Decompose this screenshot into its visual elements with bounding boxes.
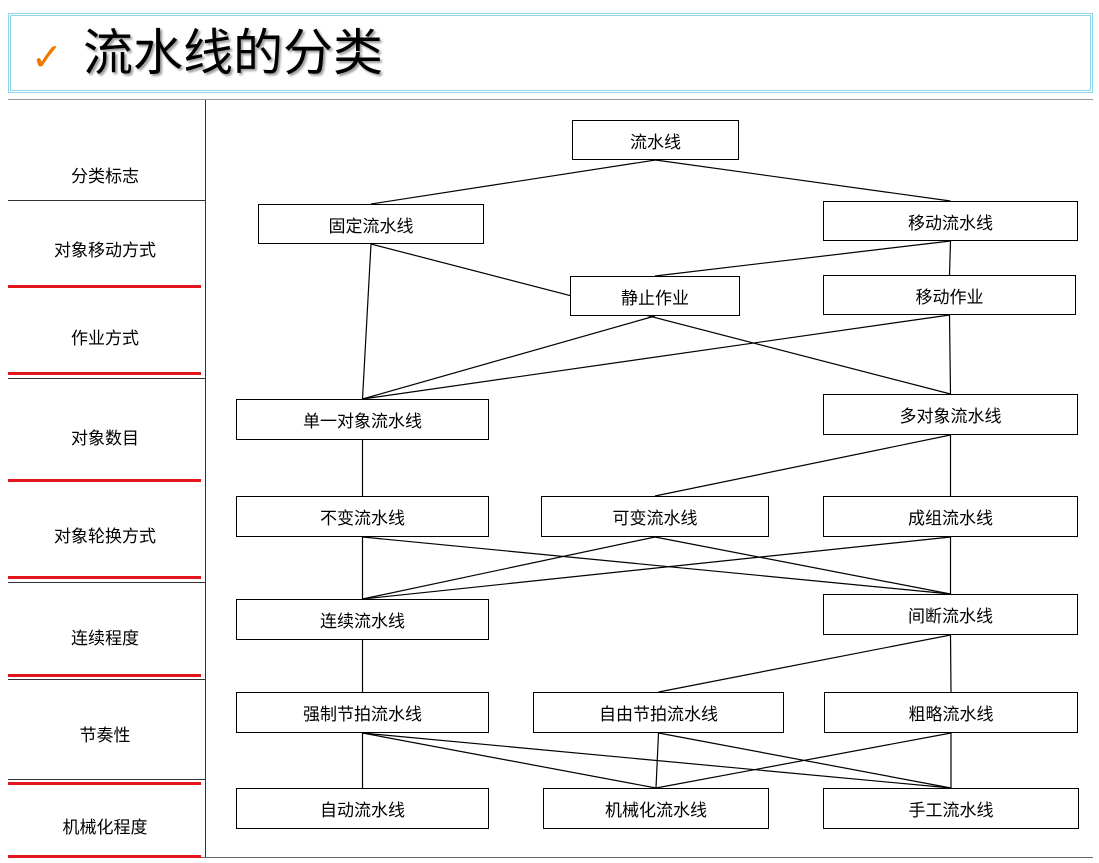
category-label: 作业方式 [71, 329, 139, 349]
edge-fixed-single [361, 243, 372, 400]
node-continuous-line: 连续流水线 [236, 599, 489, 640]
edge-rough-mechanized [655, 732, 952, 789]
column-divider [205, 100, 206, 857]
edge-static_op-single [362, 315, 656, 400]
edge-invariant-intermittent [362, 536, 951, 595]
checkmark-icon: ✓ [31, 35, 63, 79]
edge-moving_op-multi [948, 314, 952, 395]
node-intermittent-line: 间断流水线 [823, 594, 1078, 635]
node-moving-operation: 移动作业 [823, 275, 1076, 315]
red-rule [8, 674, 201, 677]
edge-moving_op-single [362, 314, 950, 400]
node-multi-object-line: 多对象流水线 [823, 394, 1078, 435]
node-variable-line: 可变流水线 [541, 496, 769, 537]
node-invariant-line: 不变流水线 [236, 496, 489, 537]
row-separator [8, 679, 205, 680]
top-rule [8, 99, 1093, 100]
node-manual-line: 手工流水线 [823, 788, 1079, 829]
red-rule [8, 855, 201, 858]
edge-forced-mechanized [362, 732, 657, 789]
node-free-rhythm-line: 自由节拍流水线 [533, 692, 784, 733]
category-label: 节奏性 [79, 726, 131, 746]
row-separator [8, 779, 205, 780]
edge-intermittent-rough [949, 634, 952, 693]
node-automatic-line: 自动流水线 [236, 788, 489, 829]
page-title: 流水线的分类 [83, 24, 383, 82]
red-rule [8, 285, 201, 288]
node-group-line: 成组流水线 [823, 496, 1078, 537]
row-separator [8, 378, 205, 379]
edge-root-moving [655, 159, 951, 202]
title-bar: ✓ 流水线的分类 [8, 13, 1093, 93]
node-forced-rhythm-line: 强制节拍流水线 [236, 692, 489, 733]
node-rough-line: 粗略流水线 [824, 692, 1078, 733]
edge-multi-variable [654, 434, 951, 497]
row-separator [8, 582, 205, 583]
node-root: 流水线 [572, 120, 739, 160]
edge-root-fixed [370, 159, 656, 205]
node-fixed-line: 固定流水线 [258, 204, 484, 244]
edge-group-continuous [362, 536, 951, 600]
node-static-operation: 静止作业 [570, 276, 740, 316]
category-label: 对象数目 [71, 429, 139, 449]
edge-variable-continuous [362, 536, 656, 600]
node-mechanized-line: 机械化流水线 [543, 788, 769, 829]
category-label: 机械化程度 [62, 818, 148, 838]
category-label: 对象轮换方式 [54, 527, 156, 547]
category-label: 连续程度 [71, 629, 139, 649]
edge-intermittent-free [658, 634, 951, 693]
category-label: 对象移动方式 [54, 241, 156, 261]
bottom-rule [8, 857, 1093, 858]
red-rule [8, 372, 201, 375]
edge-free-mechanized [655, 732, 660, 789]
red-rule [8, 479, 201, 482]
row-separator [8, 200, 205, 201]
edge-moving-static_op [654, 240, 951, 277]
category-label: 分类标志 [71, 167, 139, 187]
red-rule [8, 782, 201, 785]
edge-fixed-multi [370, 243, 951, 395]
red-rule [8, 576, 201, 579]
node-single-object-line: 单一对象流水线 [236, 399, 489, 440]
edge-variable-intermittent [654, 536, 951, 595]
node-moving-line: 移动流水线 [823, 201, 1078, 241]
edge-moving-moving_op [948, 240, 952, 276]
